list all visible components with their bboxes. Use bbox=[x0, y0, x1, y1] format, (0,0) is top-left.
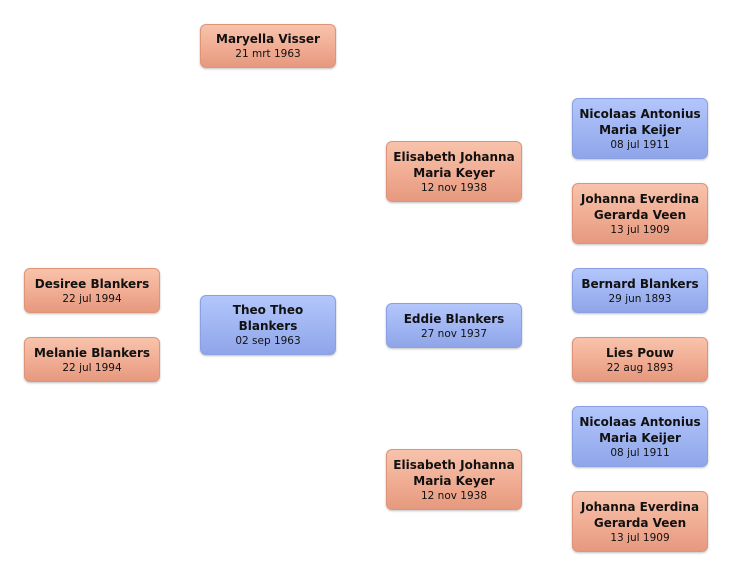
person-name: Theo Theo Blankers bbox=[232, 303, 304, 333]
person-card-desiree-blankers[interactable]: Desiree Blankers 22 jul 1994 bbox=[24, 268, 160, 313]
person-card-nicolaas-keijer-top[interactable]: Nicolaas Antonius Maria Keijer 08 jul 19… bbox=[572, 98, 708, 159]
person-name: Nicolaas Antonius Maria Keijer bbox=[579, 106, 701, 137]
person-birth-date: 08 jul 1911 bbox=[610, 138, 670, 151]
person-birth-date: 13 jul 1909 bbox=[610, 223, 670, 236]
person-birth-date: 12 nov 1938 bbox=[420, 181, 488, 194]
person-name: Bernard Blankers bbox=[581, 276, 699, 291]
person-birth-date: 29 jun 1893 bbox=[608, 292, 672, 305]
person-card-elisabeth-keyer-bottom[interactable]: Elisabeth Johanna Maria Keyer 12 nov 193… bbox=[386, 449, 522, 510]
person-name: Eddie Blankers bbox=[403, 311, 505, 326]
person-card-melanie-blankers[interactable]: Melanie Blankers 22 jul 1994 bbox=[24, 337, 160, 382]
person-birth-date: 22 jul 1994 bbox=[62, 361, 122, 374]
person-name: Nicolaas Antonius Maria Keijer bbox=[579, 414, 701, 445]
person-birth-date: 12 nov 1938 bbox=[420, 489, 488, 502]
person-birth-date: 27 nov 1937 bbox=[420, 327, 488, 340]
person-card-johanna-veen-bottom[interactable]: Johanna Everdina Gerarda Veen 13 jul 190… bbox=[572, 491, 708, 552]
person-name: Lies Pouw bbox=[606, 345, 674, 360]
person-birth-date: 22 aug 1893 bbox=[606, 361, 674, 374]
person-name: Maryella Visser bbox=[216, 32, 320, 46]
person-card-lies-pouw[interactable]: Lies Pouw 22 aug 1893 bbox=[572, 337, 708, 382]
person-birth-date: 21 mrt 1963 bbox=[235, 48, 301, 60]
person-birth-date: 13 jul 1909 bbox=[610, 531, 670, 544]
person-birth-date: 08 jul 1911 bbox=[610, 446, 670, 459]
person-card-maryella-visser[interactable]: Maryella Visser 21 mrt 1963 bbox=[200, 24, 336, 68]
person-card-theo-blankers[interactable]: Theo Theo Blankers 02 sep 1963 bbox=[200, 295, 336, 355]
person-card-nicolaas-keijer-bottom[interactable]: Nicolaas Antonius Maria Keijer 08 jul 19… bbox=[572, 406, 708, 467]
person-name: Johanna Everdina Gerarda Veen bbox=[580, 499, 700, 530]
person-birth-date: 02 sep 1963 bbox=[235, 335, 301, 347]
person-name: Melanie Blankers bbox=[33, 345, 151, 360]
person-name: Johanna Everdina Gerarda Veen bbox=[580, 191, 700, 222]
person-card-bernard-blankers[interactable]: Bernard Blankers 29 jun 1893 bbox=[572, 268, 708, 313]
person-name: Elisabeth Johanna Maria Keyer bbox=[393, 149, 515, 180]
person-name: Desiree Blankers bbox=[34, 276, 150, 291]
person-card-elisabeth-keyer-top[interactable]: Elisabeth Johanna Maria Keyer 12 nov 193… bbox=[386, 141, 522, 202]
person-birth-date: 22 jul 1994 bbox=[62, 292, 122, 305]
person-name: Elisabeth Johanna Maria Keyer bbox=[393, 457, 515, 488]
person-card-eddie-blankers[interactable]: Eddie Blankers 27 nov 1937 bbox=[386, 303, 522, 348]
person-card-johanna-veen-top[interactable]: Johanna Everdina Gerarda Veen 13 jul 190… bbox=[572, 183, 708, 244]
